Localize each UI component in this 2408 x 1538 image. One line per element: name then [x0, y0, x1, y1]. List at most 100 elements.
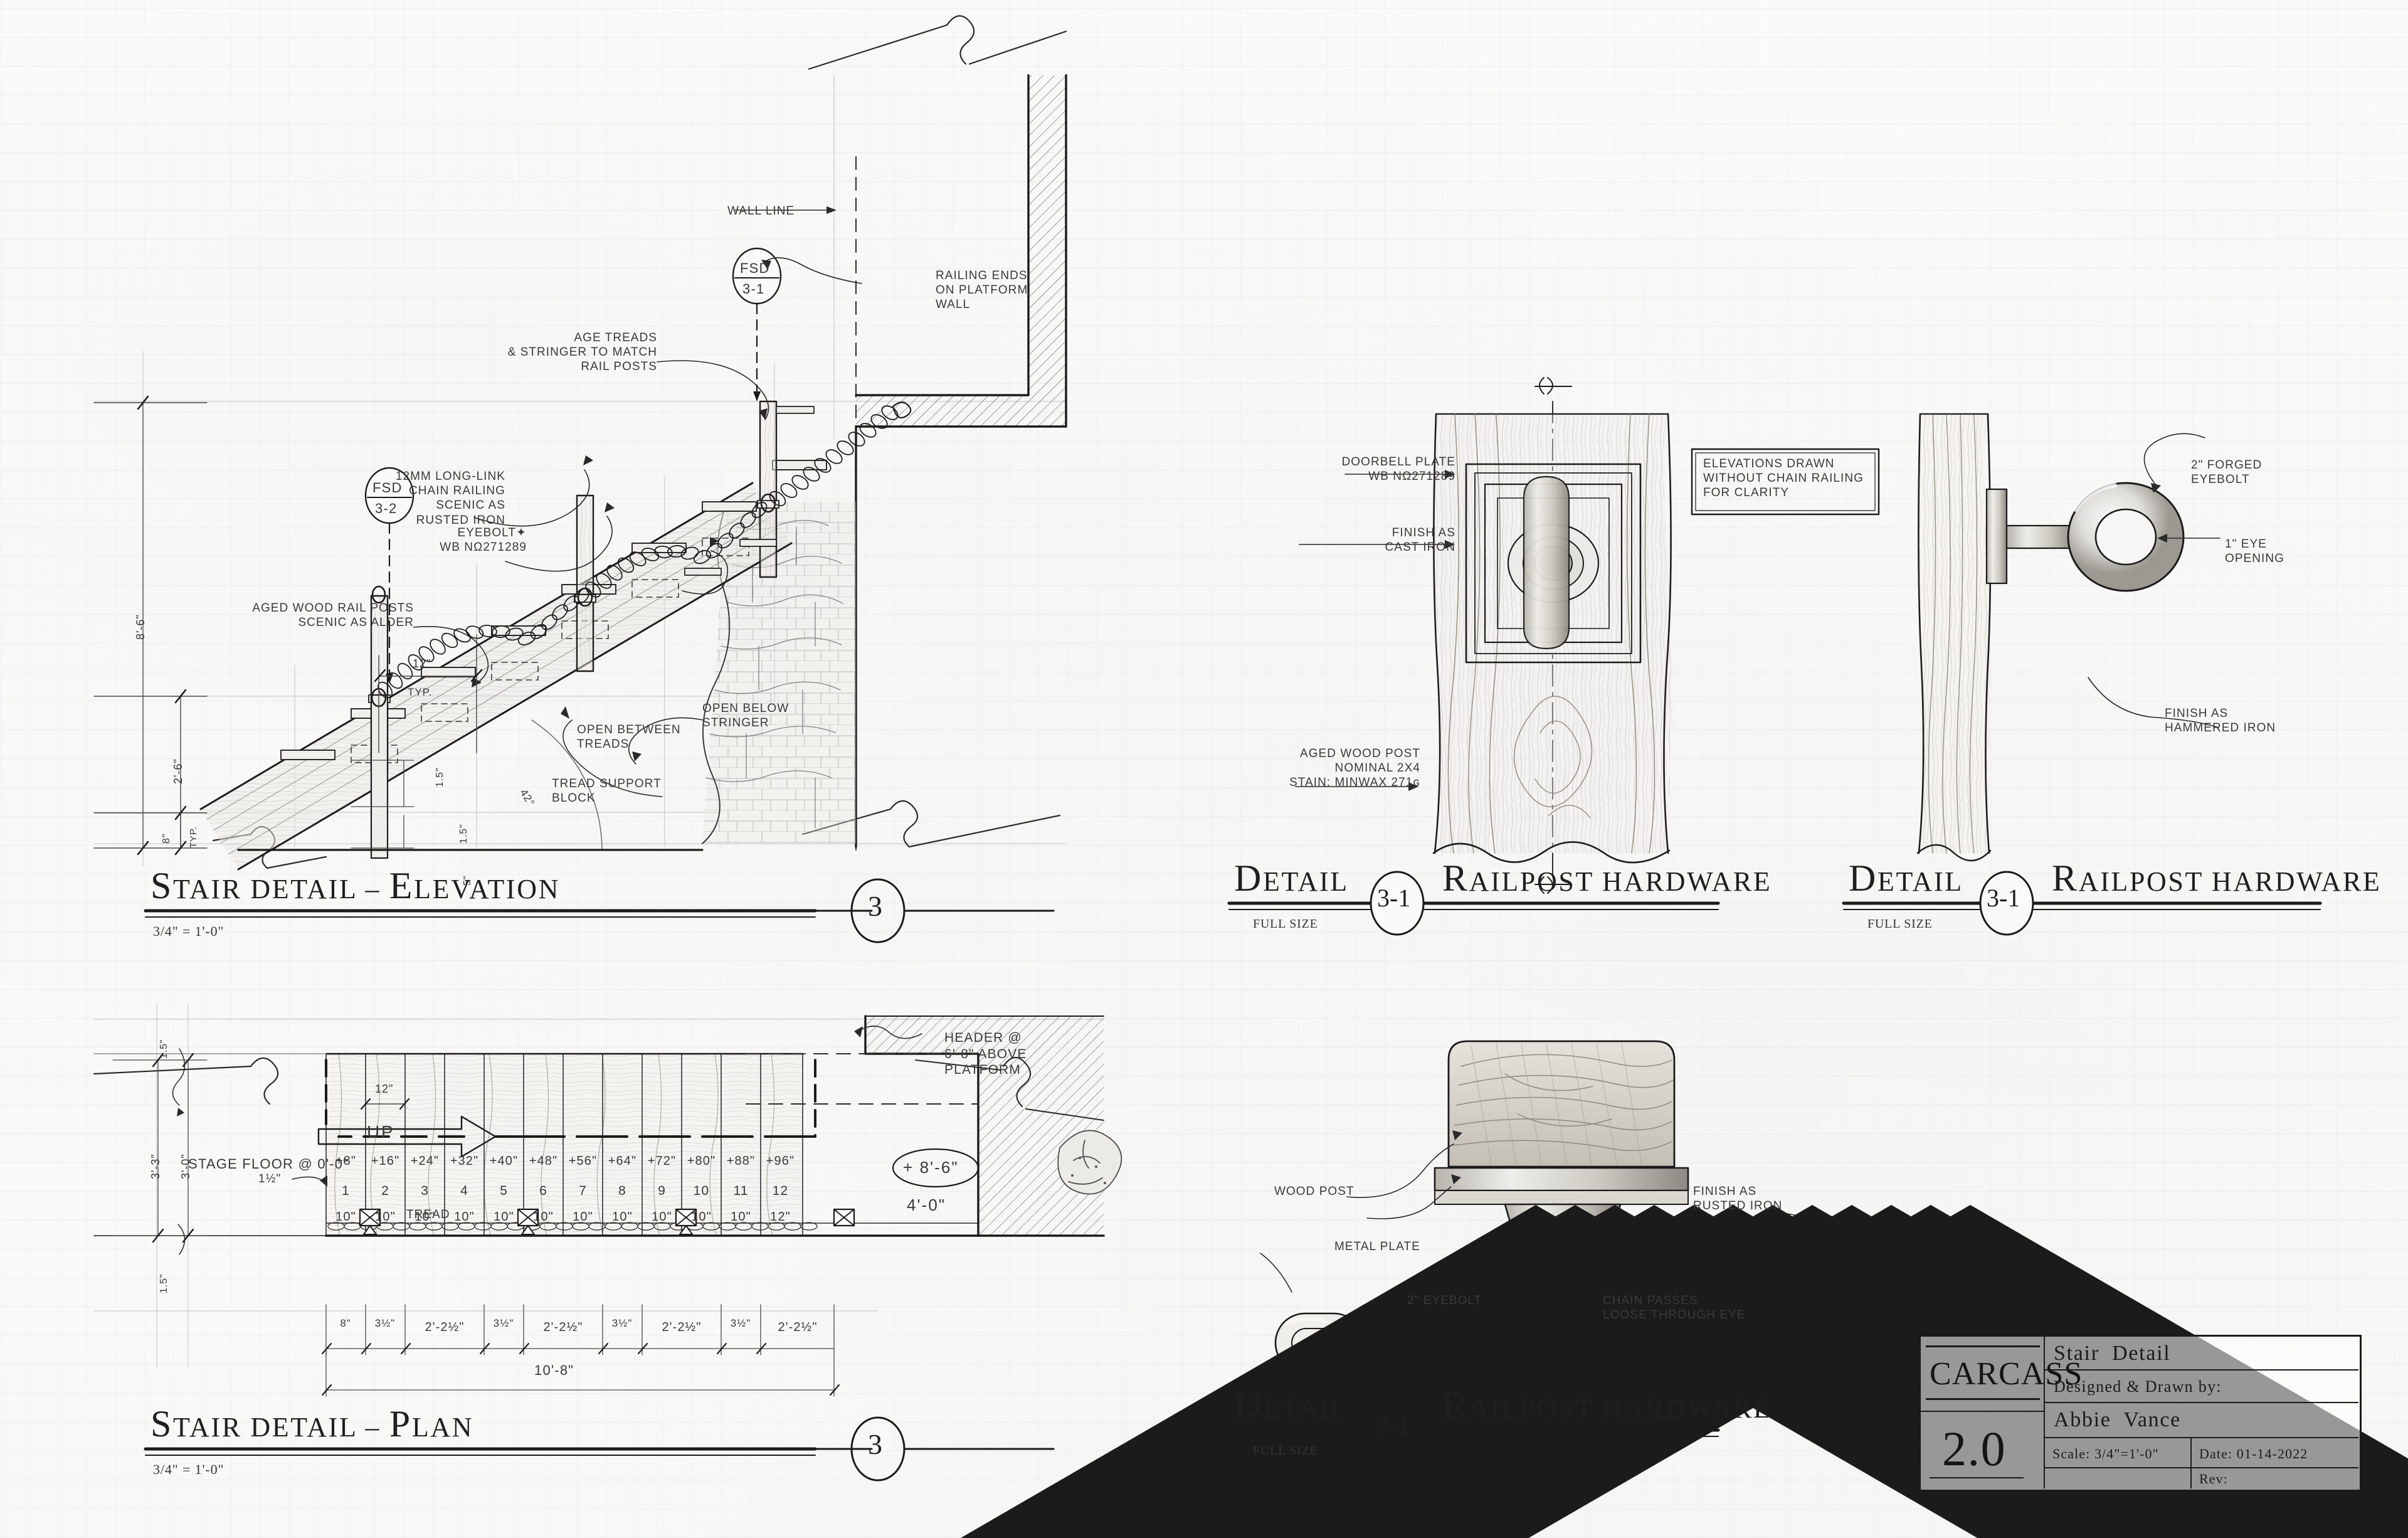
detail-chain-name: RAILPOST HARDWARE — [1442, 1384, 1772, 1427]
title-block-scale-cell: Scale: 3/4"=1'-0" — [2045, 1438, 2192, 1468]
tread-elevation: +56" — [568, 1154, 598, 1168]
tread-width: 10" — [415, 1210, 435, 1224]
tread-elevation: +80" — [687, 1154, 716, 1168]
detail-post-side-title-cap: D — [1849, 857, 1877, 899]
note-platform-elevation: + 8'-6" — [903, 1158, 959, 1177]
tread-number: 10 — [693, 1184, 710, 1198]
plan-title-cap2: P — [389, 1403, 412, 1445]
detail-post-side-title-rest: ETAIL — [1877, 866, 1963, 897]
dim-post-spacing-typ: TYP. — [408, 686, 433, 698]
title-block-sheet-cell: 2.0 — [1921, 1412, 2045, 1488]
note-chain-railing: 12MM LONG-LINK CHAIN RAILING SCENIC AS R… — [395, 470, 505, 527]
detail-post-face-title-rest: ETAIL — [1262, 866, 1349, 897]
note-finish-hammered-iron: FINISH AS HAMMERED IRON — [2165, 707, 2276, 735]
sheet-title: Stair Detail — [2054, 1342, 2171, 1365]
detail-chain-name-cap: R — [1442, 1384, 1469, 1426]
designed-by-label: Designed & Drawn by: — [2054, 1377, 2222, 1396]
author-name: Abbie Vance — [2054, 1408, 2181, 1431]
tread-elevation: +8" — [335, 1154, 357, 1168]
tread-number: 3 — [421, 1184, 429, 1198]
plan-dimension-segment: 2'-2½" — [778, 1320, 818, 1334]
note-wall-line: WALL LINE — [727, 204, 795, 218]
plan-title-rest: TAIR DETAIL – — [173, 1412, 389, 1443]
dim-plan-outer: 3'-3" — [149, 1154, 162, 1179]
plan-scale: 3/4" = 1'-0" — [153, 1461, 224, 1477]
date-label: Date: 01-14-2022 — [2199, 1446, 2308, 1461]
detail-post-face-bubble: 3-1 — [1377, 884, 1411, 912]
tread-number: 4 — [460, 1184, 468, 1198]
tread-width: 12" — [770, 1210, 791, 1224]
tread-width: 10" — [454, 1210, 475, 1224]
tread-number: 2 — [381, 1184, 389, 1198]
tread-elevation: +16" — [371, 1154, 400, 1168]
tread-width: 10" — [731, 1210, 751, 1224]
plan-dimension-segment: 3½" — [493, 1317, 514, 1329]
dim-plan-top-offset: 1.5" — [159, 1039, 169, 1059]
elevation-title-rest: TAIR DETAIL – — [173, 874, 389, 904]
tread-width: 10" — [533, 1210, 554, 1224]
detail-post-side-scale: FULL SIZE — [1867, 917, 1933, 931]
note-stage-floor: STAGE FLOOR @ 0'-0" — [188, 1156, 349, 1172]
plan-dimension-segment: 3½" — [730, 1317, 751, 1329]
title-block-date-cell: Date: 01-14-2022 — [2192, 1438, 2358, 1468]
company-name: CARCASS — [1930, 1356, 2083, 1392]
tread-number: 1 — [342, 1184, 350, 1198]
plan-title-cap: S — [150, 1403, 174, 1445]
dim-riser-b: 1.5" — [458, 824, 469, 844]
detail-post-face-title-cap: D — [1234, 857, 1263, 899]
tread-elevation: +48" — [529, 1154, 558, 1168]
tread-width: 10" — [335, 1210, 356, 1224]
tread-number: 8 — [618, 1184, 626, 1198]
detail-post-side-name-rest: AILPOST HARDWARE — [2078, 866, 2382, 897]
elevation-title-rest2: LEVATION — [414, 874, 561, 904]
tread-elevation: +64" — [608, 1154, 637, 1168]
detail-chain-name-rest: AILPOST HARDWARE — [1469, 1393, 1772, 1424]
elevation-detail-bubble: 3 — [868, 890, 882, 922]
plan-dimension-segment: 2'-2½" — [662, 1320, 702, 1334]
title-block-rev-cell: Rev: — [2192, 1468, 2358, 1488]
tread-width: 10" — [494, 1210, 514, 1224]
plan-dimension-segment: 2'-2½" — [543, 1320, 583, 1334]
tag-fsd-name-2: FSD — [372, 480, 403, 496]
dim-overall-height: 8'-6" — [134, 614, 147, 640]
detail-chain-scale: FULL SIZE — [1253, 1444, 1318, 1458]
tread-width: 10" — [375, 1210, 396, 1224]
note-eyebolt: EYEBOLT✦ WB NΩ271289 — [440, 526, 527, 554]
tag-fsd-sheet-2: 3-2 — [375, 501, 398, 516]
plan-detail-bubble: 3 — [868, 1428, 882, 1460]
plan-dimension-segment: 3½" — [374, 1317, 396, 1329]
note-eyebolt-2in: 2" EYEBOLT — [1407, 1294, 1482, 1307]
note-open-below-stringer: OPEN BELOW STRINGER — [702, 702, 789, 730]
dim-base: 8" — [161, 833, 172, 844]
dim-base-typ: TYP. — [188, 826, 199, 848]
note-eye-opening: 1" EYE OPENING — [2225, 538, 2284, 566]
tread-elevation: +32" — [450, 1154, 479, 1168]
detail-post-face-name-rest: AILPOST HARDWARE — [1469, 866, 1772, 897]
note-open-between-treads: OPEN BETWEEN TREADS — [577, 723, 681, 751]
note-railing-ends: RAILING ENDS ON PLATFORM WALL — [936, 269, 1028, 312]
title-block: CARCASS 2.0 Stair Detail Designed & Draw… — [1919, 1335, 2362, 1492]
tread-elevation: +72" — [647, 1154, 677, 1168]
elevation-title-cap2: E — [389, 865, 415, 906]
note-up-arrow: UP — [367, 1122, 395, 1142]
tread-width: 10" — [612, 1210, 633, 1224]
detail-chain-title: DETAIL — [1234, 1384, 1349, 1427]
rev-label: Rev: — [2199, 1471, 2228, 1487]
dim-post-spacing: 12" — [413, 657, 431, 670]
detail-post-side-title: DETAIL — [1849, 857, 1963, 900]
dim-plan-overall: 10'-8" — [534, 1362, 574, 1378]
tread-width: 10" — [691, 1210, 712, 1224]
dim-top-run: 12" — [375, 1083, 394, 1095]
dim-post-height: 2'-6" — [172, 758, 184, 784]
note-finish-cast-iron: FINISH AS CAST IRON — [1385, 526, 1455, 554]
detail-post-side-bubble: 3-1 — [1987, 884, 2020, 912]
tag-fsd-name-1: FSD — [740, 260, 770, 276]
dim-plan-bottom-offset: 1.5" — [159, 1273, 169, 1293]
tread-elevation: +40" — [489, 1154, 519, 1168]
tread-number: 9 — [658, 1184, 666, 1198]
note-wood-post: WOOD POST — [1274, 1185, 1354, 1198]
tread-number: 5 — [500, 1184, 508, 1198]
plan-dimension-segment: 3½" — [611, 1317, 633, 1329]
elevation-scale: 3/4" = 1'-0" — [153, 923, 224, 939]
